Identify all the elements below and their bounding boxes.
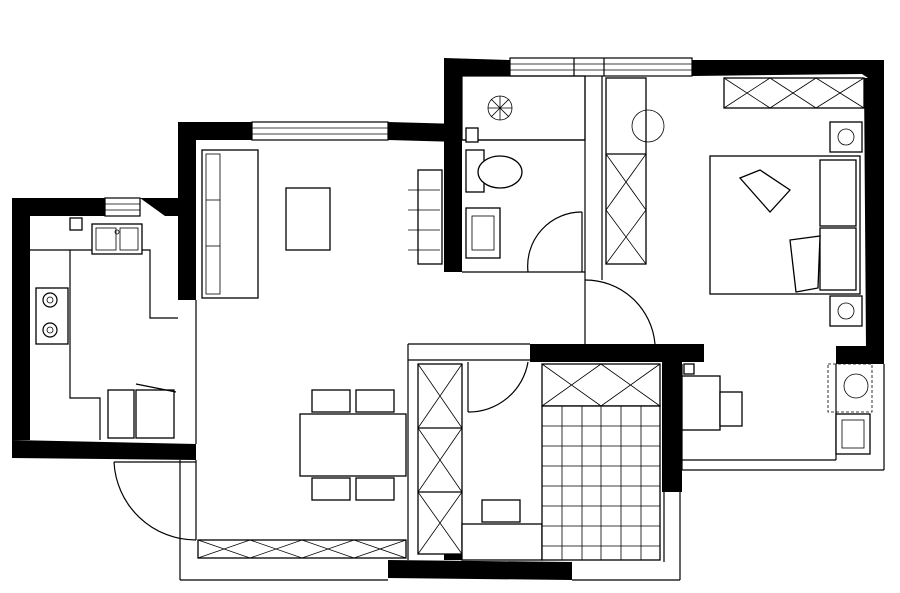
wardrobe [605,77,647,265]
desk [681,375,721,431]
top-cabinet [723,77,865,109]
dining-table [299,413,407,477]
wardrobe [417,363,463,555]
dining-chair [311,389,351,413]
study-nook [681,363,873,455]
desk [461,523,543,561]
top-cabinet [541,363,661,407]
exterior-walls [12,58,884,580]
shoe-cabinet [197,539,407,559]
second-bedroom [417,361,661,561]
toilet-icon [465,149,523,193]
dining-chair [355,389,395,413]
stove-icon [35,287,69,345]
tv-cabinet [417,169,443,265]
basin-icon [465,207,501,259]
kitchen [30,217,197,541]
chair [481,499,521,523]
bed-icon [709,155,861,295]
tatami-bed [541,405,661,561]
nightstand [829,295,863,327]
sofa-icon [201,149,259,299]
coffee-table [285,187,331,251]
nightstand [829,121,863,153]
shower-icon [487,95,513,121]
dining-chair [311,477,351,501]
chair [719,391,743,427]
washing-machine-icon [843,373,869,399]
bathroom [461,75,586,273]
master-bedroom [605,77,865,327]
sink-icon [91,223,143,255]
living-room [197,149,656,559]
dining-chair [355,477,395,501]
wall-outlines [104,57,885,581]
